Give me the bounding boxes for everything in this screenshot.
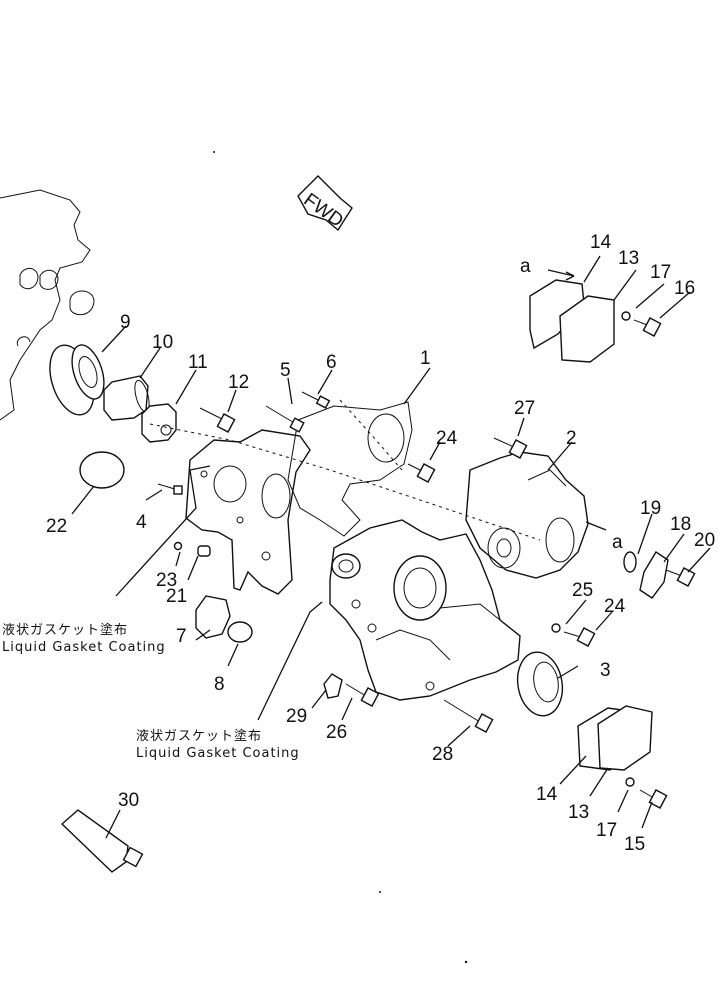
callout-18: 18 (670, 514, 691, 535)
callout-15: 15 (624, 834, 645, 855)
callout-23: 23 (156, 570, 177, 591)
alignment-line (149, 423, 541, 541)
view-arrowhead-upper (565, 271, 575, 281)
callout-16: 16 (674, 278, 695, 299)
view-arrow-right (585, 521, 607, 531)
part-gear-case (329, 519, 521, 701)
callout-13-lower: 13 (568, 802, 589, 823)
callout-1: 1 (420, 348, 431, 369)
note-jp: 液状ガスケット塗布 (2, 622, 128, 638)
part-front-gasket (287, 401, 413, 537)
callout-29: 29 (286, 706, 307, 727)
callout-19: 19 (640, 498, 661, 519)
callout-7: 7 (176, 626, 187, 647)
callout-6: 6 (326, 352, 337, 373)
part-small-cover (639, 551, 669, 599)
callout-22: 22 (46, 516, 67, 537)
callout-20: 20 (694, 530, 715, 551)
part-plug (195, 595, 231, 639)
callout-21: 21 (166, 586, 187, 607)
note-en: Liquid Gasket Coating (2, 640, 166, 655)
callout-28: 28 (432, 744, 453, 765)
view-marker-right: a (612, 532, 623, 553)
callout-14-lower: 14 (536, 784, 558, 805)
callout-26: 26 (326, 722, 347, 743)
callout-11: 11 (188, 352, 208, 373)
callout-5: 5 (280, 360, 291, 381)
part-cap (141, 403, 177, 443)
callout-25: 25 (572, 580, 593, 601)
part-gasket-plate (185, 429, 311, 595)
part-o-ring-small (623, 551, 637, 573)
callout-13-upper: 13 (618, 248, 639, 269)
part-o-ring (79, 451, 125, 489)
bolts (157, 311, 696, 809)
callout-2: 2 (566, 428, 577, 449)
callout-12: 12 (228, 372, 249, 393)
alignment-line-2 (339, 399, 403, 471)
leader-lines (71, 255, 711, 839)
part-cover-plate-lower (577, 705, 653, 771)
callout-4: 4 (136, 512, 147, 533)
callout-24-upper: 24 (436, 428, 458, 449)
callout-10: 10 (152, 332, 173, 353)
callout-8: 8 (214, 674, 225, 695)
part-gasket-tube (60, 809, 144, 873)
callout-9: 9 (120, 312, 131, 333)
note-liquid-gasket-center: 液状ガスケット塗布 Liquid Gasket Coating (136, 728, 300, 761)
note-liquid-gasket-left: 液状ガスケット塗布 Liquid Gasket Coating (2, 622, 166, 655)
callout-labels: 1 2 3 4 5 6 7 8 9 10 11 12 13 14 15 16 1… (46, 232, 715, 855)
part-small-washer (173, 541, 183, 551)
callout-30: 30 (118, 790, 139, 811)
callout-17-upper: 17 (650, 262, 671, 283)
part-snap-ring (227, 621, 253, 643)
part-cover-plate-upper (529, 279, 615, 363)
callout-3: 3 (600, 660, 611, 681)
callout-17-lower: 17 (596, 820, 617, 841)
note-en: Liquid Gasket Coating (136, 746, 300, 761)
callout-27: 27 (514, 398, 535, 419)
callout-24-lower: 24 (604, 596, 626, 617)
fwd-arrow-icon: FWD (297, 175, 353, 232)
part-oil-seal (516, 651, 564, 717)
part-dowel-pin (197, 545, 211, 557)
callout-14-upper: 14 (590, 232, 612, 253)
view-arrow-upper (547, 269, 575, 277)
part-cover-housing (465, 451, 589, 579)
engine-block (0, 189, 95, 421)
note-jp: 液状ガスケット塗布 (136, 728, 262, 744)
view-marker-upper: a (520, 256, 531, 277)
part-bearing (49, 344, 105, 416)
